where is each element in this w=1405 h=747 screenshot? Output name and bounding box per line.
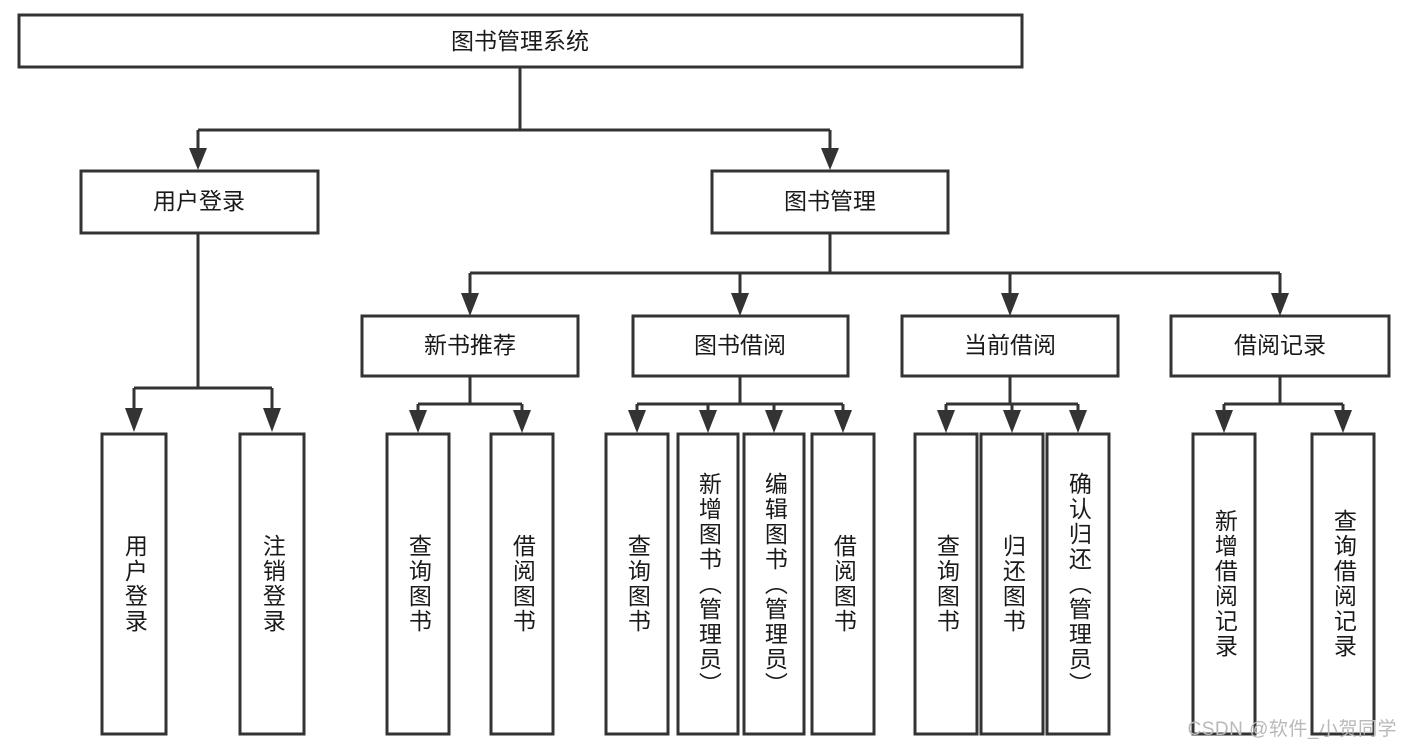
arrow-head-bb-leaf-2 — [765, 410, 783, 433]
node-book-management-label: 图书管理 — [784, 188, 876, 214]
node-new-book-recommend-box[interactable] — [360, 314, 580, 378]
arrow-head-bm-child-3 — [1271, 293, 1289, 316]
arrow-head-bb-leaf-1 — [699, 410, 717, 433]
arrow-head-ul-leaf-0 — [125, 408, 143, 432]
node-borrow-record-label: 借阅记录 — [1234, 332, 1326, 358]
leaf-group-borrow-record — [1191, 432, 1376, 736]
leaf-group-new-book — [385, 432, 555, 736]
node-book-management-box[interactable] — [710, 169, 950, 235]
arrow-head-bb-leaf-0 — [628, 410, 646, 433]
connector-group-root — [189, 68, 839, 170]
leaf-box-current-borrow-1[interactable] — [979, 432, 1045, 736]
node-current-borrow[interactable]: 当前借阅 — [900, 314, 1120, 378]
node-new-book-recommend[interactable]: 新书推荐 — [360, 314, 580, 378]
leaf-box-book-borrow-1[interactable] — [676, 432, 740, 736]
node-current-borrow-label: 当前借阅 — [964, 332, 1056, 358]
arrow-head-br-leaf-0 — [1215, 410, 1233, 433]
node-root-label: 图书管理系统 — [451, 28, 589, 54]
node-user-login-label: 用户登录 — [153, 188, 245, 214]
leaf-box-current-borrow-0[interactable] — [913, 432, 979, 736]
leaf-box-user-login-0[interactable] — [100, 432, 168, 736]
leaf-group-current-borrow — [913, 432, 1111, 736]
connector-group-user-login — [125, 233, 281, 432]
arrow-head-bm-child-2 — [1001, 293, 1019, 316]
arrow-head-cb-leaf-0 — [937, 410, 955, 433]
node-user-login[interactable]: 用户登录 — [79, 169, 320, 235]
node-new-book-recommend-label: 新书推荐 — [424, 332, 516, 358]
node-root[interactable]: 图书管理系统 — [17, 13, 1024, 69]
node-borrow-record[interactable]: 借阅记录 — [1169, 314, 1391, 378]
node-current-borrow-box[interactable] — [900, 314, 1120, 378]
arrow-head-cb-leaf-1 — [1003, 410, 1021, 433]
arrow-head-user-login — [189, 148, 207, 170]
leaf-box-new-book-1[interactable] — [489, 432, 555, 736]
connector-group-book-mgmt — [461, 233, 1289, 316]
node-book-borrow-box[interactable] — [631, 314, 850, 378]
leaf-box-borrow-record-0[interactable] — [1191, 432, 1257, 736]
arrow-head-bb-leaf-3 — [834, 410, 852, 433]
arrow-head-bm-child-0 — [461, 293, 479, 316]
arrow-head-bm-child-1 — [731, 293, 749, 316]
node-book-borrow[interactable]: 图书借阅 — [631, 314, 850, 378]
connector-group-current-borrow — [937, 376, 1087, 433]
connector-group-borrow-record — [1215, 376, 1352, 433]
leaf-box-book-borrow-0[interactable] — [604, 432, 670, 736]
node-book-borrow-label: 图书借阅 — [694, 332, 786, 358]
arrow-head-cb-leaf-2 — [1069, 410, 1087, 433]
leaf-box-borrow-record-1[interactable] — [1310, 432, 1376, 736]
node-borrow-record-box[interactable] — [1169, 314, 1391, 378]
leaf-box-new-book-0[interactable] — [385, 432, 451, 736]
arrow-head-ul-leaf-1 — [263, 408, 281, 432]
leaf-box-current-borrow-2[interactable] — [1045, 432, 1111, 736]
leaf-group-user-login — [100, 432, 306, 736]
connector-group-new-book — [409, 376, 531, 433]
arrow-head-nb-leaf-0 — [409, 410, 427, 433]
arrow-head-br-leaf-1 — [1334, 410, 1352, 433]
watermark-text: CSDN @软件_小贺同学 — [1187, 719, 1397, 740]
node-user-login-box[interactable] — [79, 169, 320, 235]
node-book-management[interactable]: 图书管理 — [710, 169, 950, 235]
node-root-box[interactable] — [17, 13, 1024, 69]
leaf-box-book-borrow-2[interactable] — [742, 432, 806, 736]
connector-group-book-borrow — [628, 376, 852, 433]
leaf-box-book-borrow-3[interactable] — [810, 432, 876, 736]
leaf-group-book-borrow — [604, 432, 876, 736]
leaf-box-user-login-1[interactable] — [238, 432, 306, 736]
arrow-head-nb-leaf-1 — [513, 410, 531, 433]
arrow-head-book-mgmt — [821, 148, 839, 170]
